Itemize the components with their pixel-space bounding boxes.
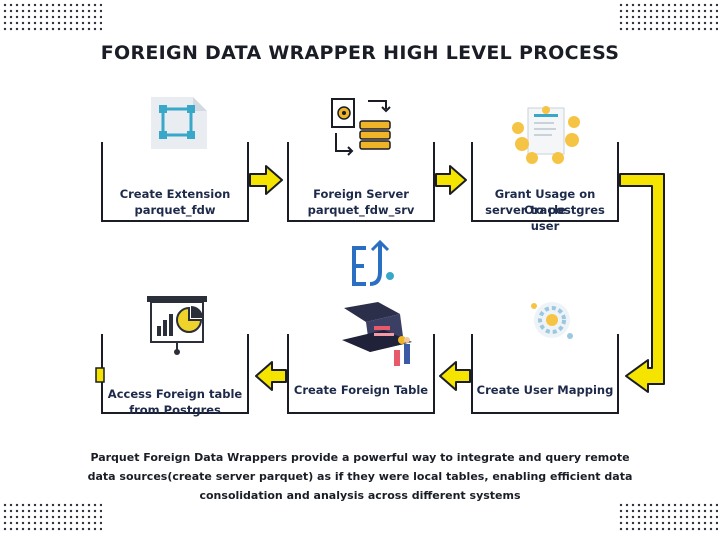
step-foreign-server: Foreign Server parquet_fdw_srv: [287, 142, 435, 222]
arrow-step3-to-step4: [619, 173, 665, 393]
user-mapping-gear-icon: [531, 302, 573, 339]
presentation-chart-icon: [147, 296, 207, 355]
step-2-line-1: Foreign Server: [313, 187, 409, 201]
footer-line-3: consolidation and analysis across differ…: [199, 489, 521, 502]
step-6-line-2: from Postgres: [129, 403, 221, 417]
extension-shape-icon: [151, 97, 207, 149]
step-grant-usage: Grant Usage on Oracle server to postgres…: [471, 142, 619, 233]
step-1-line-1: Create Extension: [119, 187, 231, 201]
arrow-step5-to-step6: [255, 361, 287, 391]
arrow-step1-to-step2: [249, 165, 283, 195]
arrow-stub-left: [95, 367, 105, 383]
footer-line-1: Parquet Foreign Data Wrappers provide a …: [90, 451, 630, 464]
page-title: FOREIGN DATA WRAPPER HIGH LEVEL PROCESS: [100, 42, 620, 64]
grant-document-coins-icon: [512, 106, 580, 164]
step-1-line-2: parquet_fdw: [134, 203, 216, 217]
arrow-step2-to-step3: [435, 165, 467, 195]
step-3-line-1: Grant Usage on Oracle: [494, 187, 596, 217]
arrow-step4-to-step5: [439, 361, 471, 391]
footer-line-2: data sources(create server parquet) as i…: [87, 470, 633, 483]
step-2-line-2: parquet_fdw_srv: [307, 203, 415, 217]
step-access-foreign-table: Access Foreign table from Postgres: [101, 334, 249, 417]
server-config-icon: [331, 98, 391, 156]
decorative-dots-bottom-left: [2, 502, 102, 532]
step-create-user-mapping: Create User Mapping: [471, 334, 619, 414]
decorative-dots-top-left: [2, 2, 102, 32]
step-4-line-1: Create User Mapping: [476, 383, 614, 397]
step-5-line-1: Create Foreign Table: [293, 383, 429, 397]
foreign-table-laptop-icon: [342, 302, 412, 366]
step-create-extension: Create Extension parquet_fdw: [101, 142, 249, 222]
fdw-logo-icon: [352, 240, 394, 286]
decorative-dots-bottom-right: [618, 502, 718, 532]
step-3-line-2: server to postgres user: [485, 203, 605, 233]
footer-description: Parquet Foreign Data Wrappers provide a …: [80, 448, 640, 505]
decorative-dots-top-right: [618, 2, 718, 32]
step-6-line-1: Access Foreign table: [107, 387, 243, 401]
step-create-foreign-table: Create Foreign Table: [287, 334, 435, 414]
